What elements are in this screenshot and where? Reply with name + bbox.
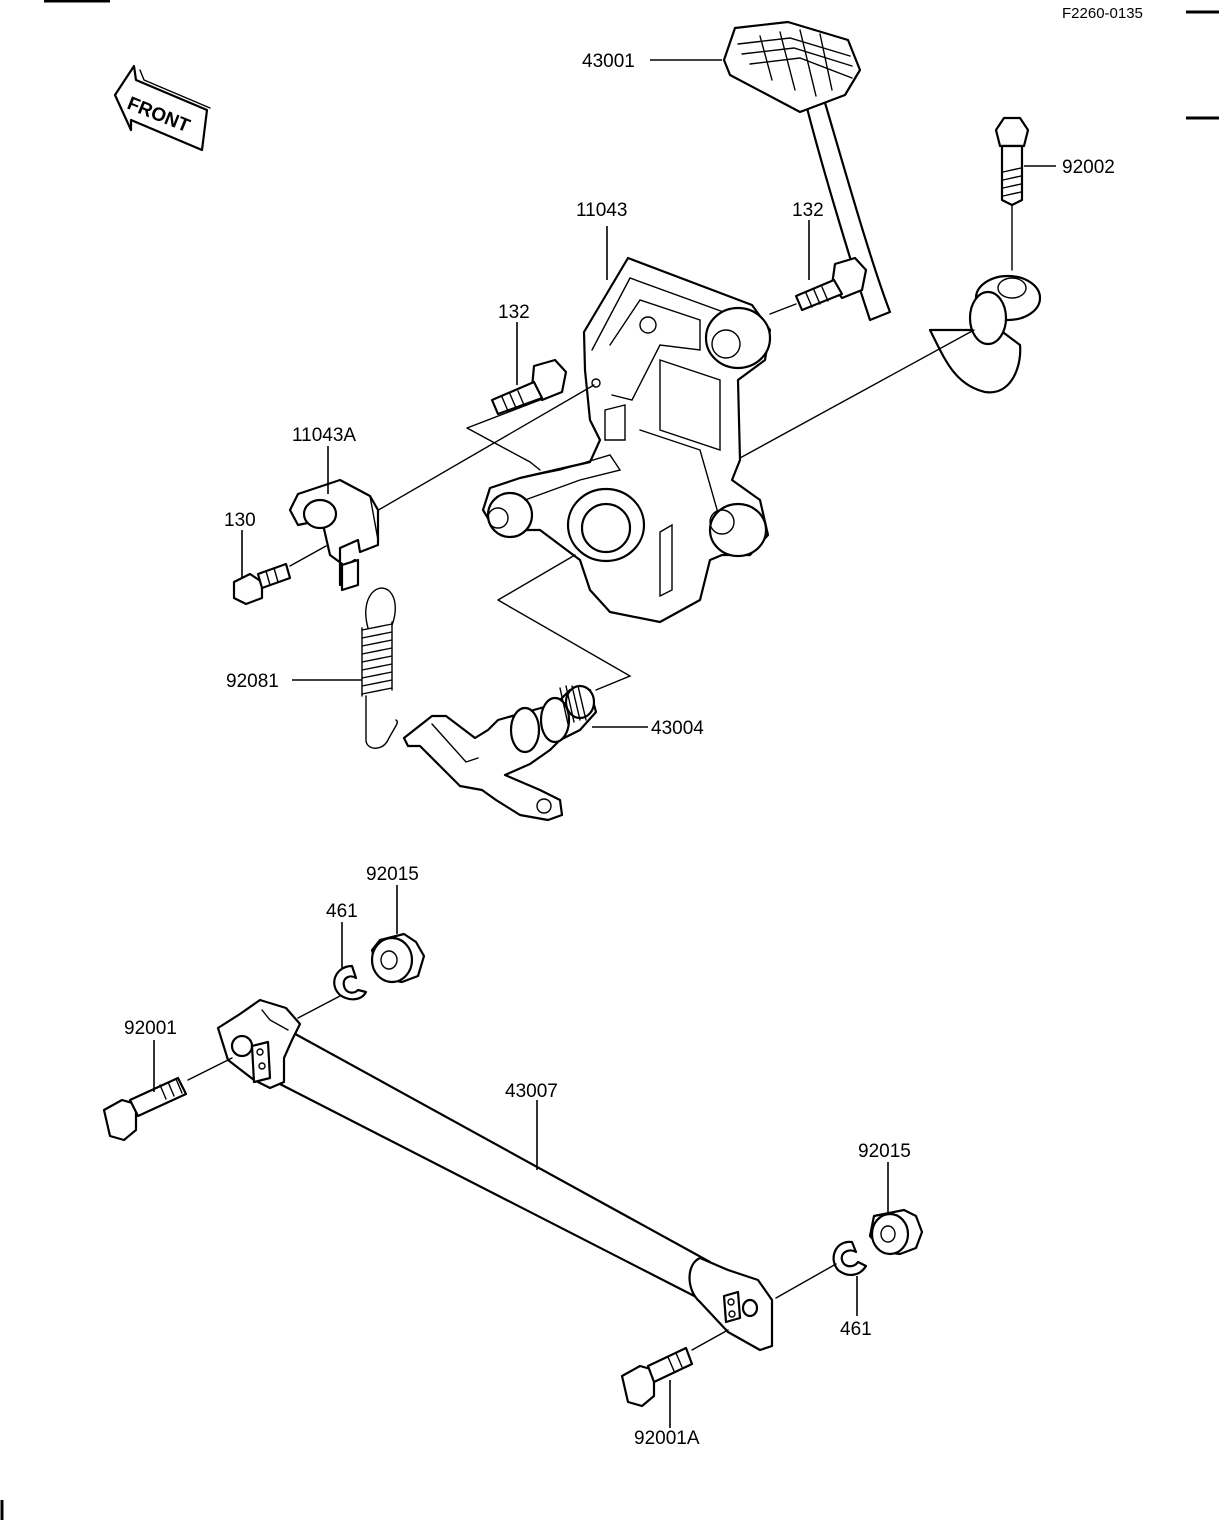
rod-43007 — [216, 998, 774, 1352]
bolt-92001A — [620, 1329, 729, 1408]
front-arrow-icon: FRONT — [113, 64, 211, 152]
bolt-130 — [232, 545, 327, 606]
nut-92015-top — [370, 932, 426, 984]
clip-461-top — [333, 964, 368, 1001]
bracket-11043A — [288, 478, 380, 592]
label-92002: 92002 — [1062, 157, 1115, 178]
label-461-bottom: 461 — [840, 1319, 872, 1340]
label-92001A: 92001A — [634, 1428, 700, 1449]
label-43001: 43001 — [582, 51, 635, 72]
nut-92015-bottom — [868, 1208, 924, 1256]
bolt-132-left — [490, 358, 568, 416]
brake-pedal — [722, 20, 1042, 394]
spring-92081 — [361, 587, 398, 749]
label-92015-top: 92015 — [366, 864, 419, 885]
bolt-132-right — [769, 256, 868, 315]
label-92015-bottom: 92015 — [858, 1141, 911, 1162]
bracket-11043 — [481, 256, 772, 624]
label-11043: 11043 — [576, 200, 627, 221]
label-11043A: 11043A — [292, 425, 356, 446]
label-130: 130 — [224, 510, 256, 531]
bolt-92001 — [102, 1057, 233, 1142]
label-92001: 92001 — [124, 1018, 177, 1039]
label-43004: 43004 — [651, 718, 704, 739]
label-43007: 43007 — [505, 1081, 558, 1102]
bolt-92002 — [994, 116, 1030, 271]
label-461-top: 461 — [326, 901, 358, 922]
label-132-left: 132 — [498, 302, 530, 323]
clip-461-bottom — [832, 1240, 868, 1276]
shaft-43004 — [402, 684, 598, 822]
label-132-right: 132 — [792, 200, 824, 221]
diagram-code: F2260-0135 — [1062, 5, 1143, 22]
label-92081: 92081 — [226, 671, 279, 692]
